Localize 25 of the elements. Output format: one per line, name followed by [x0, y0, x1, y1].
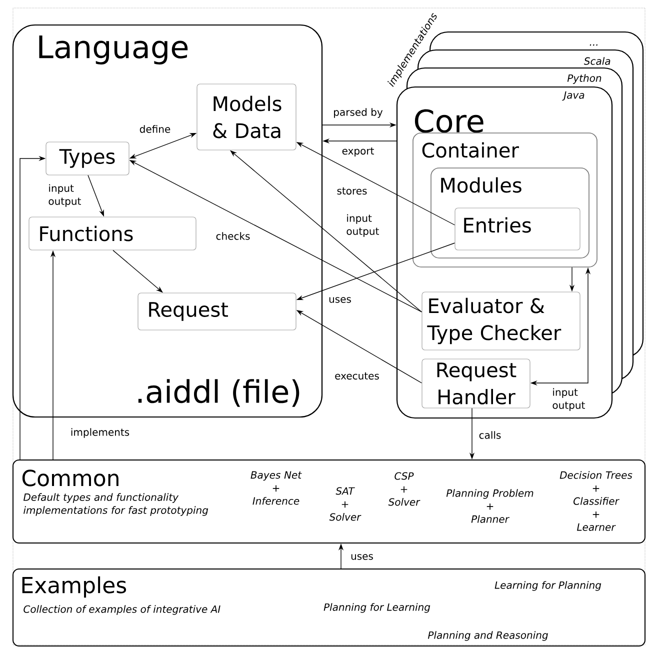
component-box: Request Handler: [422, 358, 530, 408]
card-label: Python: [567, 74, 602, 84]
edge-label: parsed by: [332, 107, 384, 119]
edge-label: stores: [336, 186, 368, 196]
card-label: ...: [590, 44, 598, 46]
edge-label: uses: [350, 553, 374, 561]
component-box: Request: [138, 292, 296, 330]
library-box: Common Default types and functionality implementations for fast prototyping Bayes Net + Inference SAT + Solver CSP + Solver Planning Problem + Planner Decision Trees + Classifier + Learner: [12, 460, 646, 544]
component-box: Types: [46, 142, 130, 176]
card-label: Scala: [584, 57, 610, 65]
edge-label: executes: [334, 371, 380, 381]
component-box: Models & Data: [196, 84, 296, 150]
edge-label: input output: [47, 183, 86, 208]
component-box: Functions: [28, 216, 196, 250]
examples-box: Examples Collection of examples of integrative AI Learning for Planning Planning for Learning Planning and Reasoning: [12, 568, 646, 646]
edge-label: input output: [551, 387, 594, 412]
component-box: Entries: [454, 208, 580, 250]
edge-label: export: [340, 146, 376, 158]
edge-label: input output: [345, 213, 384, 238]
edge-label: define: [138, 124, 172, 134]
edge-label: uses: [328, 296, 352, 304]
edge-label: implements: [69, 427, 131, 439]
edge-label: checks: [214, 231, 252, 241]
component-box: Evaluator & Type Checker: [422, 292, 580, 350]
edge-label: calls: [478, 430, 502, 440]
